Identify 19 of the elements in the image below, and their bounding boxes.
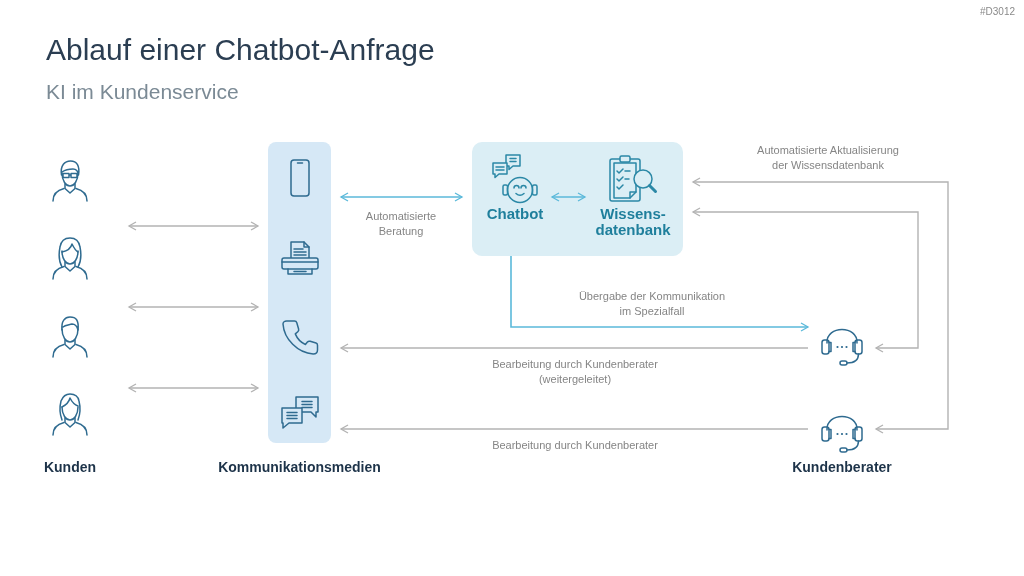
- connector-arrow: [128, 302, 259, 312]
- column-heading: Kunden: [43, 459, 97, 475]
- connector-arrow: [692, 177, 949, 434]
- rounded-panel: [472, 142, 683, 256]
- column-heading: Kundenberater: [792, 459, 892, 475]
- title: Ablauf einer Chatbot-Anfrage: [46, 33, 435, 67]
- connector-arrow: [692, 207, 919, 353]
- connector-arrow: [340, 192, 463, 202]
- connector-arrow: [551, 192, 586, 202]
- slide-number: #D3012: [979, 6, 1015, 17]
- node-label: Wissens- datenbank: [594, 206, 672, 238]
- node-label: Chatbot: [485, 206, 545, 222]
- connector-arrow: [340, 343, 809, 353]
- connector-arrow: [128, 221, 259, 231]
- connector-arrow: [340, 424, 809, 434]
- connector-arrow: [510, 255, 809, 332]
- column-heading: Kommunikationsmedien: [218, 459, 381, 475]
- subtitle: KI im Kundenservice: [46, 80, 239, 104]
- connector-arrow: [128, 383, 259, 393]
